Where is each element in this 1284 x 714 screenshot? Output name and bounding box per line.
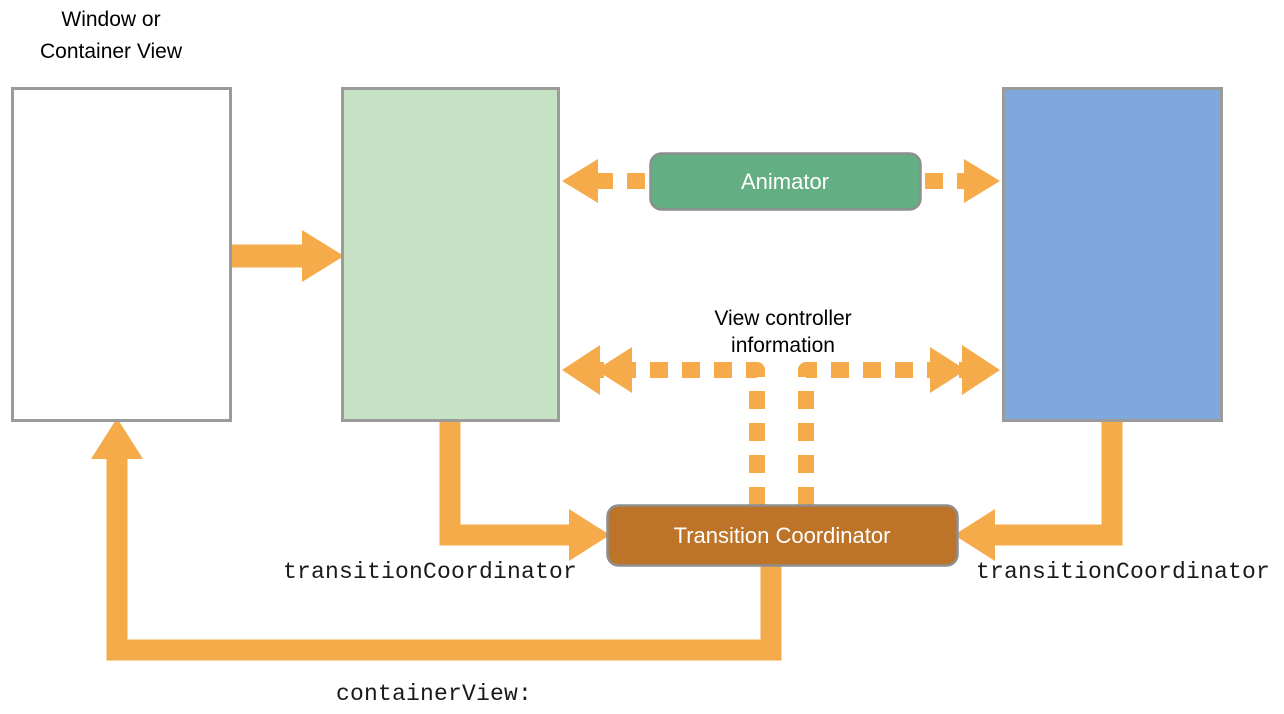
edge-coordinator-to-toview [798,345,1000,505]
transition-coordinator-label: Transition Coordinator [674,523,891,548]
edge-fromview-to-coordinator [439,420,610,561]
view-controller-information-line1: View controller [714,307,851,330]
container-view-box[interactable] [11,87,232,422]
transition-coordinator-box[interactable]: Transition Coordinator [606,504,959,567]
window-container-view-title-line2: Container View [40,40,183,63]
to-view-box[interactable] [1002,87,1223,422]
view-controller-information-line2: information [731,334,835,357]
transition-coordinator-label-left: transitionCoordinator [283,559,577,585]
edge-animator-to-fromview [562,159,645,203]
edge-animator-to-toview [925,159,1000,203]
edge-toview-to-coordinator [954,420,1123,561]
window-container-view-title-line1: Window or [61,8,160,31]
from-view-box[interactable] [341,87,560,422]
transition-coordinator-label-right: transitionCoordinator [976,559,1270,585]
edge-coordinator-to-fromview [562,345,765,505]
edge-coordinator-to-container [91,418,782,661]
container-view-label: containerView: [336,681,532,707]
animator-label: Animator [741,169,829,194]
edge-container-to-fromview [231,230,344,282]
animator-box[interactable]: Animator [649,152,922,211]
